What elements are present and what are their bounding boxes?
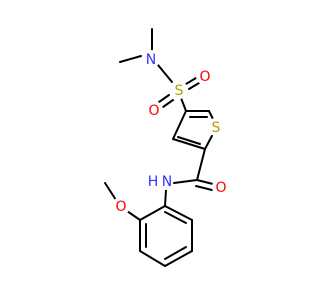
bond-s-o-left-b <box>162 99 174 108</box>
atom-n-amide: N <box>162 174 172 190</box>
bond-ar1-ar2 <box>139 205 166 221</box>
atom-labels: N S O O S O H N O <box>112 50 230 215</box>
bond-ar6-ar1 <box>164 205 193 221</box>
bond-c3-c4 <box>172 110 187 140</box>
atom-h-amide: H <box>148 174 159 190</box>
bond-s-o-right-b <box>188 82 200 90</box>
bond-n-s <box>157 64 173 83</box>
bond-ar6-ar1-inner <box>164 211 187 224</box>
bond-c2-c3-inner <box>177 136 201 145</box>
atom-n-dimethylamino: N <box>146 52 156 68</box>
bond-s-ring-c4 <box>180 97 187 112</box>
bond-c-n <box>173 179 198 184</box>
bond-c-o-b <box>195 185 213 191</box>
bond-n-aryl <box>164 189 167 207</box>
bond-ar4-ar5 <box>164 250 193 267</box>
bond-c2-c3 <box>172 138 206 150</box>
bond-ar2-o <box>126 210 141 221</box>
bond-methyl-left-n <box>119 55 142 63</box>
bond-s-o-right-a <box>185 77 197 85</box>
bond-c2-carbonyl <box>196 148 206 181</box>
bonds <box>104 28 215 267</box>
atom-s-sulfonyl: S <box>175 83 184 99</box>
bond-s-o-left-a <box>158 94 170 103</box>
chemical-structure: N S O O S O H N O <box>104 28 230 267</box>
bond-o-methyl <box>104 182 117 201</box>
atom-o-sulfonyl-left: O <box>148 103 159 119</box>
bond-ar3-ar4 <box>139 250 166 267</box>
atom-s-thiophene: S <box>212 120 221 136</box>
atom-o-sulfonyl-right: O <box>199 69 210 85</box>
bond-ar4-ar5-inner <box>164 246 187 260</box>
atom-o-carbonyl: O <box>215 180 226 196</box>
bond-c-o-a <box>196 179 214 185</box>
atom-o-methoxy: O <box>115 199 126 215</box>
